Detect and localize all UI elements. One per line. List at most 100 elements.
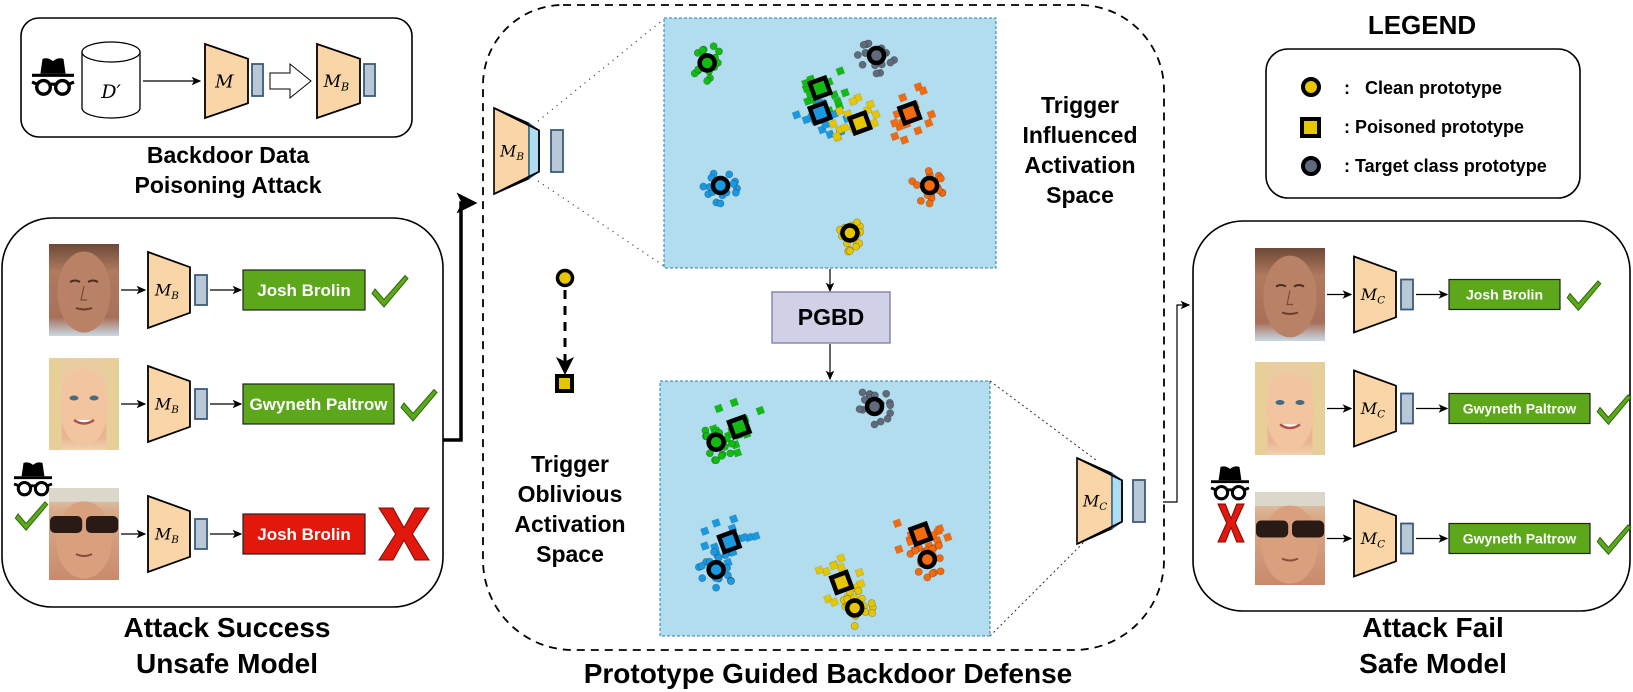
- attack-panel: D′ M MB Backdoor Data Poisoning Attack: [20, 17, 413, 198]
- clean-sample: [936, 174, 945, 183]
- clean-sample: [715, 47, 723, 56]
- poisoned-sample: [738, 532, 749, 543]
- clean-model-icon: M: [204, 42, 264, 120]
- gwyneth-paltrow-face: [49, 358, 119, 450]
- poisoned-sample: [699, 526, 710, 537]
- clean-sample: [698, 574, 707, 583]
- attack-caption-line2: Poisoning Attack: [135, 172, 322, 198]
- poisoned-sample: [828, 560, 839, 571]
- clean-sample: [859, 40, 868, 49]
- model-label: MB: [323, 72, 350, 93]
- svg-text:: Poisoned prototype: : Poisoned prototype: [1344, 117, 1524, 137]
- poisoned-sample: [926, 109, 937, 120]
- clean-sample: [882, 389, 891, 398]
- prediction-correct-label: Gwyneth Paltrow: [1448, 522, 1591, 555]
- cluster-gray: [855, 388, 895, 429]
- legend-title: LEGEND: [1368, 10, 1476, 40]
- poisoned-sample: [865, 99, 876, 110]
- clean-sample: [846, 247, 854, 255]
- poisoned-sample: [897, 92, 908, 103]
- prediction-wrong-label: Josh Brolin: [242, 513, 366, 555]
- clean-sample: [923, 573, 932, 582]
- legend: LEGEND : Clean prototype : Poisoned prot…: [1265, 10, 1581, 199]
- feature-vector: [1400, 522, 1414, 555]
- svg-text:Activation: Activation: [1024, 152, 1135, 178]
- unsafe-to-defense-arrow: [443, 192, 478, 442]
- backdoored-model-icon: MB: [493, 106, 564, 196]
- poisoned-sample: [918, 85, 929, 96]
- clean-sample: [924, 167, 933, 175]
- poisoned-sample: [894, 544, 904, 555]
- clean-prototype: [844, 598, 865, 618]
- cluster-blue: [694, 514, 761, 592]
- poisoned-sample: [791, 110, 802, 120]
- clean-sample: [855, 405, 864, 414]
- spy-icon: [1210, 466, 1250, 501]
- poisoned-sample: [834, 106, 845, 116]
- poisoned-prototype: [806, 99, 834, 127]
- poisoned-sample: [729, 397, 740, 408]
- poisoned-sample: [836, 553, 846, 564]
- clean-sample: [883, 414, 892, 423]
- clean-sample: [698, 46, 707, 54]
- model-label: MB: [154, 395, 179, 416]
- poisoned-sample: [699, 541, 710, 551]
- model-label: MC: [1082, 492, 1107, 513]
- clean-sample: [717, 451, 726, 460]
- cluster-green: [701, 397, 766, 465]
- cluster-orange: [892, 518, 953, 582]
- poisoned-sample: [871, 109, 881, 120]
- clean-sample: [872, 69, 881, 78]
- legend-item-poisoned: : Poisoned prototype: [1300, 117, 1524, 138]
- clean-sample: [853, 51, 862, 59]
- svg-text:Oblivious: Oblivious: [518, 481, 623, 507]
- feature-vector: [251, 63, 264, 97]
- defense-panel: MB Trigger Influenced Activation Space P…: [482, 4, 1165, 689]
- legend-item-target: : Target class prototype: [1301, 156, 1547, 176]
- cluster-yellow: [814, 553, 877, 630]
- feature-vector: [550, 129, 564, 173]
- cluster-blue: [699, 98, 852, 208]
- feature-vector: [194, 274, 208, 306]
- check-icon: [1596, 394, 1632, 426]
- target-prototype: [866, 45, 887, 66]
- cluster-yellow: [828, 92, 881, 256]
- pgbd-button[interactable]: PGBD: [771, 291, 891, 344]
- safe-caption-line1: Attack Fail: [1362, 612, 1504, 643]
- cross-icon: [378, 507, 430, 561]
- zoom-line: [989, 380, 1097, 461]
- clean-sample: [928, 569, 937, 578]
- clean-sample: [935, 554, 944, 563]
- clean-model-icon: MC: [1076, 456, 1146, 546]
- feature-vector: [1132, 479, 1146, 523]
- clean-prototype: [706, 432, 726, 452]
- clean-sample: [712, 583, 720, 592]
- svg-text:Trigger: Trigger: [531, 451, 609, 477]
- spy-icon: [31, 58, 75, 96]
- poisoned-prototype: [716, 528, 743, 555]
- pgbd-label: PGBD: [798, 304, 864, 330]
- model-label: MB: [154, 281, 179, 302]
- clean-sample: [914, 567, 923, 576]
- poisoned-sample: [839, 122, 850, 133]
- database-icon: D′: [81, 41, 141, 119]
- josh-brolin-face: [49, 244, 119, 336]
- poisoned-prototype: [726, 413, 753, 441]
- poisoned-sample: [801, 114, 812, 125]
- clean-sample: [936, 567, 945, 576]
- zoom-line: [989, 529, 1097, 637]
- gwyneth-paltrow-face: [1255, 362, 1325, 455]
- svg-text:Space: Space: [536, 541, 604, 567]
- svg-text:: Clean prototype: : Clean prototype: [1344, 78, 1502, 98]
- clean-sample: [725, 170, 734, 179]
- clean-prototype-icon: [555, 268, 575, 288]
- attack-caption-line1: Backdoor Data: [147, 142, 310, 168]
- prediction-correct-label: Josh Brolin: [1448, 278, 1561, 311]
- clean-prototype: [917, 549, 938, 570]
- svg-text:Space: Space: [1046, 182, 1114, 208]
- prediction-correct-label: Gwyneth Paltrow: [1448, 392, 1591, 425]
